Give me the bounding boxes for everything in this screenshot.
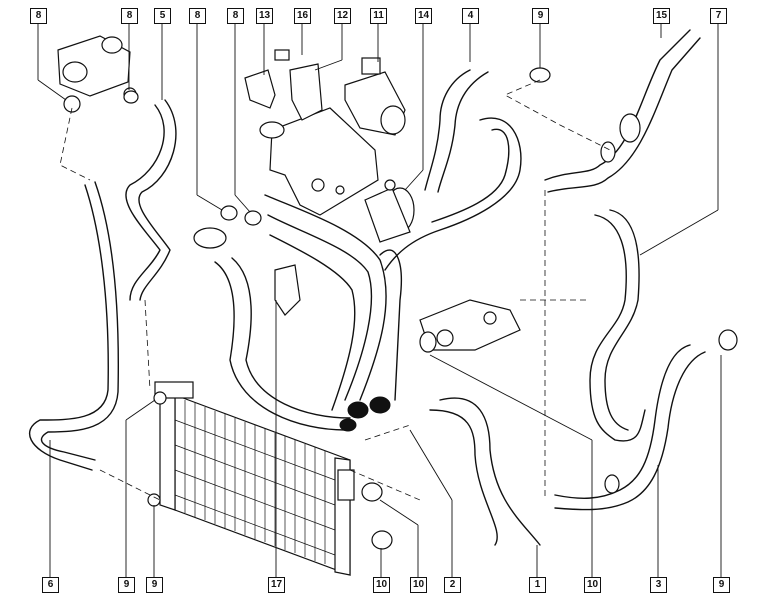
callout-bottom-9a: 9 (118, 577, 135, 593)
callout-bottom-10c: 10 (584, 577, 601, 593)
callout-top-7: 7 (710, 8, 727, 24)
auxiliary-water-pump (344, 57, 406, 136)
callout-bottom-3: 3 (650, 577, 667, 593)
callout-top-5: 5 (154, 8, 171, 24)
callout-bottom-17: 17 (268, 577, 285, 593)
leader-lines (37, 24, 722, 577)
callout-bottom-2: 2 (444, 577, 461, 593)
callout-bottom-6: 6 (42, 577, 59, 593)
callout-top-15: 15 (653, 8, 670, 24)
callout-bottom-9b: 9 (146, 577, 163, 593)
callout-top-14: 14 (415, 8, 432, 24)
callout-top-8b: 8 (121, 8, 138, 24)
callout-top-8d: 8 (227, 8, 244, 24)
callout-top-16: 16 (294, 8, 311, 24)
hose-bracket (244, 49, 379, 216)
hoses (28, 29, 706, 546)
radiator (154, 381, 355, 576)
callout-top-13: 13 (256, 8, 273, 24)
callout-top-9: 9 (532, 8, 549, 24)
alignment-lines (59, 79, 611, 501)
expansion-tank (57, 35, 137, 113)
callout-bottom-10a: 10 (373, 577, 390, 593)
callout-top-11: 11 (370, 8, 387, 24)
callout-bottom-10b: 10 (410, 577, 427, 593)
callout-bottom-9c: 9 (713, 577, 730, 593)
callout-top-4: 4 (462, 8, 479, 24)
callout-top-12: 12 (334, 8, 351, 24)
hose-clamps (123, 67, 738, 550)
callout-bottom-1: 1 (529, 577, 546, 593)
callout-top-8c: 8 (189, 8, 206, 24)
thermostat-housing-14 (364, 179, 415, 243)
callout-top-8a: 8 (30, 8, 47, 24)
